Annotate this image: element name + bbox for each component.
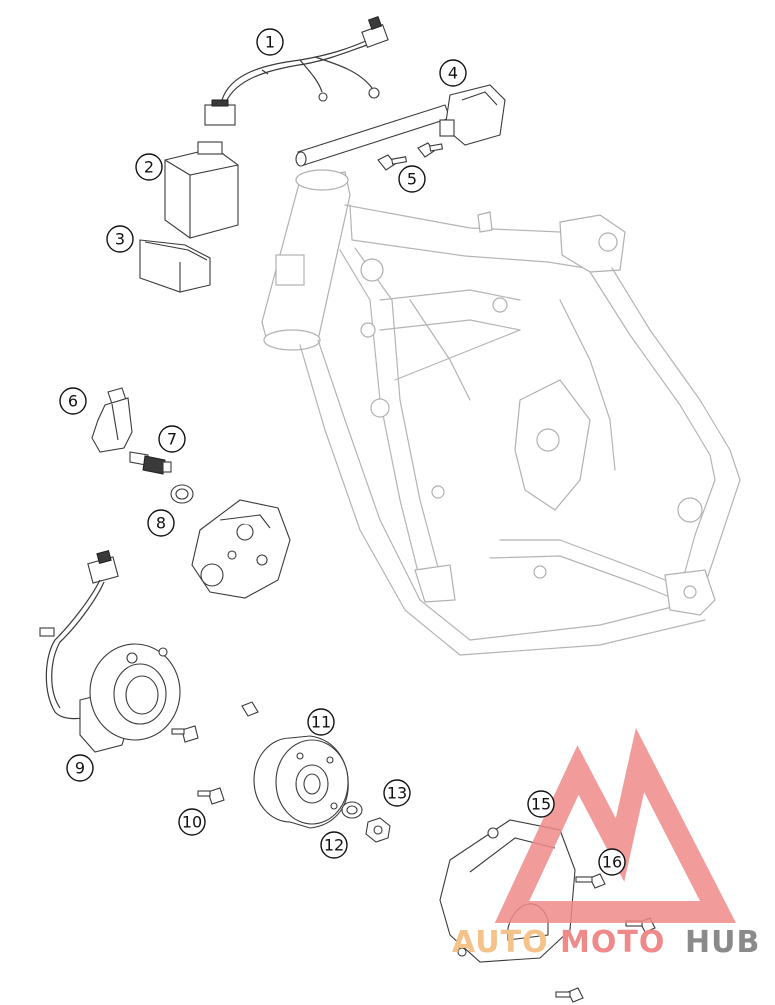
callout-number: 3: [115, 230, 125, 249]
cdi-unit: [164, 141, 239, 239]
callout-2: 2: [135, 153, 163, 181]
callout-number: 8: [156, 514, 166, 533]
callout-15: 15: [527, 790, 555, 818]
watermark-word-hub: HUB: [685, 925, 760, 960]
motorcycle-frame: [261, 169, 741, 656]
callout-13: 13: [383, 779, 411, 807]
cover-bolts: [555, 873, 656, 1003]
ignition-coil: [295, 84, 506, 167]
callout-7: 7: [158, 425, 186, 453]
cdi-rubber-holder: [139, 239, 211, 293]
callout-1: 1: [256, 28, 284, 56]
callout-4: 4: [439, 59, 467, 87]
callout-number: 4: [448, 64, 458, 83]
callout-number: 16: [602, 853, 622, 872]
stator: [39, 550, 181, 753]
callout-labels: 1 2 3 4 5 6 7 8 9 10 11 12 13 15 16: [59, 28, 626, 876]
callout-8: 8: [147, 509, 175, 537]
callout-number: 5: [407, 170, 417, 189]
callout-number: 7: [167, 430, 177, 449]
ignition-gasket-cover: [170, 484, 291, 599]
callout-number: 13: [387, 784, 407, 803]
callout-9: 9: [66, 754, 94, 782]
callout-6: 6: [59, 387, 87, 415]
wiring-harness: [204, 15, 389, 126]
watermark-word-auto: AUTO: [452, 925, 549, 960]
callout-3: 3: [106, 225, 134, 253]
spark-plug: [129, 451, 172, 475]
callout-number: 12: [324, 836, 344, 855]
callout-number: 1: [265, 33, 275, 52]
coil-bolts: [377, 142, 444, 171]
callout-10: 10: [178, 808, 206, 836]
spark-plug-cap: [91, 387, 133, 453]
callout-number: 15: [531, 795, 551, 814]
callout-number: 9: [75, 759, 85, 778]
callout-number: 10: [182, 813, 202, 832]
flywheel-rotor: [253, 735, 349, 829]
callout-12: 12: [320, 831, 348, 859]
watermark-triangle-icon: [494, 727, 737, 923]
callout-5: 5: [398, 165, 426, 193]
callout-number: 2: [144, 158, 154, 177]
callout-number: 11: [311, 713, 331, 732]
washer-and-nut: [341, 801, 391, 843]
watermark-word-moto: MOTO: [560, 925, 665, 960]
stator-bolts: [171, 701, 259, 805]
automotohub-watermark: AUTO MOTO HUB: [452, 727, 760, 960]
callout-16: 16: [598, 848, 626, 876]
callout-number: 6: [68, 392, 78, 411]
callout-11: 11: [307, 708, 335, 736]
